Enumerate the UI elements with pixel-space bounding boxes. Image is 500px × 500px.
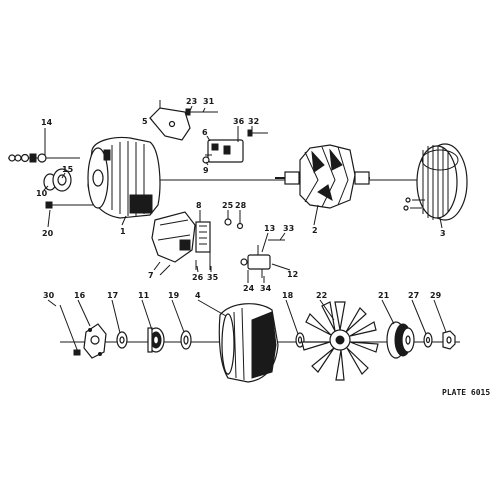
callout-34: 34 bbox=[260, 284, 272, 293]
callout-15: 15 bbox=[62, 165, 74, 174]
callout-12: 12 bbox=[287, 270, 298, 279]
drive-end-frame bbox=[218, 303, 279, 383]
callout-3: 3 bbox=[440, 229, 446, 238]
callout-25: 25 bbox=[222, 201, 234, 210]
terminal-assembly bbox=[240, 239, 285, 278]
rectifier-bridge bbox=[151, 211, 196, 276]
cooling-fan bbox=[301, 301, 379, 381]
leader-lines bbox=[43, 105, 447, 335]
rotor bbox=[275, 144, 370, 209]
callout-22: 22 bbox=[316, 291, 327, 300]
retaining-screw bbox=[59, 304, 81, 356]
bushing bbox=[43, 168, 72, 192]
mounting-bracket bbox=[149, 100, 218, 141]
callout-33: 33 bbox=[283, 224, 294, 233]
callout-17: 17 bbox=[107, 291, 118, 300]
spacer-washer bbox=[180, 330, 192, 350]
callout-10: 10 bbox=[36, 189, 48, 198]
callout-16: 16 bbox=[74, 291, 86, 300]
pulley-washer bbox=[423, 332, 433, 348]
callout-28: 28 bbox=[235, 201, 247, 210]
callout-7: 7 bbox=[148, 271, 154, 280]
callout-20: 20 bbox=[42, 229, 54, 238]
drive-pulley bbox=[386, 321, 415, 359]
callout-4: 4 bbox=[195, 291, 201, 300]
bolt-stack bbox=[8, 131, 80, 163]
callout-23: 23 bbox=[186, 97, 197, 106]
bearing-retainer-plate bbox=[83, 323, 107, 359]
pulley-nut bbox=[442, 330, 456, 350]
drive-end-housing bbox=[87, 136, 161, 219]
ball-bearing bbox=[147, 327, 165, 353]
callout-18: 18 bbox=[282, 291, 294, 300]
callout-32: 32 bbox=[248, 117, 259, 126]
diode-trio bbox=[195, 218, 244, 270]
callout-14: 14 bbox=[41, 118, 53, 127]
callout-27: 27 bbox=[408, 291, 419, 300]
callout-24: 24 bbox=[243, 284, 255, 293]
callout-8: 8 bbox=[196, 201, 202, 210]
callout-26: 26 bbox=[192, 273, 204, 282]
callout-29: 29 bbox=[430, 291, 442, 300]
callout-13: 13 bbox=[264, 224, 275, 233]
callout-31: 31 bbox=[203, 97, 215, 106]
callout-36: 36 bbox=[233, 117, 245, 126]
brush-holder-upper bbox=[202, 129, 268, 164]
callout-19: 19 bbox=[168, 291, 180, 300]
stator bbox=[403, 143, 468, 221]
callout-21: 21 bbox=[378, 291, 390, 300]
callout-6: 6 bbox=[202, 128, 208, 137]
callout-30: 30 bbox=[43, 291, 55, 300]
callout-labels: 14 15 10 20 1 5 23 31 6 9 36 32 2 3 8 25… bbox=[36, 97, 446, 300]
callout-9: 9 bbox=[203, 166, 209, 175]
callout-5: 5 bbox=[142, 117, 148, 126]
plate-label: PLATE 6015 bbox=[442, 388, 490, 397]
callout-35: 35 bbox=[207, 273, 219, 282]
bearing-collar bbox=[116, 331, 128, 349]
callout-2: 2 bbox=[312, 226, 318, 235]
callout-11: 11 bbox=[138, 291, 150, 300]
callout-1: 1 bbox=[120, 227, 126, 236]
through-bolt bbox=[45, 201, 100, 209]
